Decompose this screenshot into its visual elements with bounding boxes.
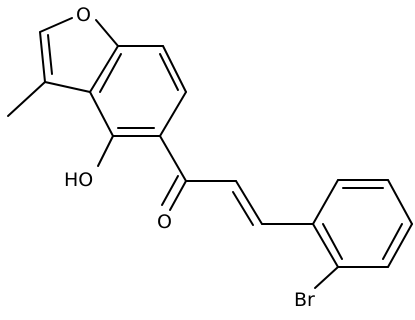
bond xyxy=(89,45,119,93)
bond xyxy=(89,91,114,137)
bond xyxy=(95,19,119,47)
carbonyl-oxygen-label: O xyxy=(157,211,172,233)
methyl-bond xyxy=(7,81,46,117)
bromine-bond xyxy=(314,266,339,289)
bond xyxy=(44,81,91,93)
bond xyxy=(39,31,46,83)
carbonyl-bond xyxy=(161,175,179,206)
bromine-label: Br xyxy=(294,289,315,311)
double-bond-inner xyxy=(232,191,254,226)
double-bond-inner xyxy=(159,53,179,91)
bond xyxy=(162,45,187,93)
bromophenyl-ring xyxy=(312,179,413,268)
bond xyxy=(159,135,187,182)
bond xyxy=(39,17,73,33)
furan-oxygen-label: O xyxy=(76,4,91,26)
double-bond-inner xyxy=(47,34,53,75)
bond xyxy=(387,223,413,268)
hydroxyl-bond xyxy=(97,135,114,167)
benzofuran-benzene-ring xyxy=(89,45,187,137)
bond xyxy=(312,179,339,225)
carbonyl-bond xyxy=(169,180,187,211)
enone-chain xyxy=(159,135,314,226)
double-bond-inner xyxy=(382,223,403,260)
bond xyxy=(235,180,263,225)
double-bond-inner xyxy=(99,53,122,93)
bond xyxy=(387,179,413,225)
furan-ring xyxy=(39,17,119,93)
hydroxyl-label: HO xyxy=(64,169,93,191)
double-bond-inner xyxy=(322,223,343,260)
bond xyxy=(312,223,339,268)
bond xyxy=(159,91,187,137)
